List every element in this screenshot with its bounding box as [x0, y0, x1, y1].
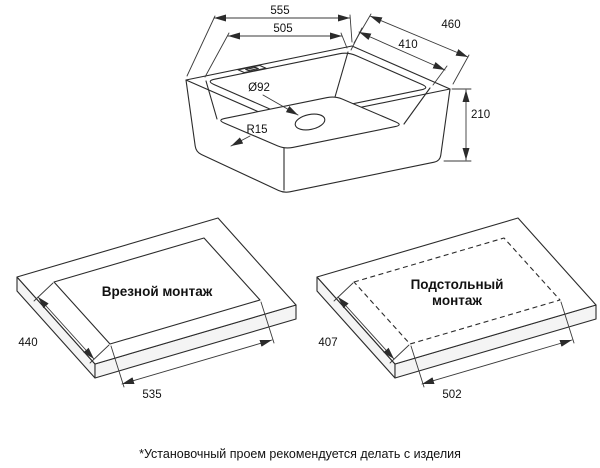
- countertop-cutout: [353, 237, 561, 345]
- extension-line: [340, 32, 348, 49]
- corner-radius-value: R15: [246, 124, 267, 136]
- extension-line: [186, 15, 216, 77]
- extension-line: [560, 301, 575, 344]
- dim-outer-width: 555: [186, 5, 353, 77]
- corner-radius-callout: R15: [230, 124, 268, 147]
- extension-line: [204, 32, 230, 78]
- dim-inner-width: 505: [204, 23, 348, 78]
- cutout-width-value: 502: [442, 389, 461, 401]
- faucet-hole-marking: [237, 64, 267, 74]
- undermount-title-line1: Подстольный: [411, 277, 504, 292]
- dimension-line: [121, 339, 273, 385]
- sink-drawing: 555 505 460 410 210: [185, 5, 490, 193]
- dim-outer-depth: 460: [353, 13, 470, 85]
- extension-line: [260, 301, 275, 344]
- extension-line: [349, 14, 353, 43]
- dim-cutout-depth-440: 440: [18, 282, 110, 364]
- leader-line: [230, 135, 251, 147]
- dim-cutout-width-502: 502: [410, 301, 575, 401]
- sink-rim-inner: [209, 52, 427, 117]
- extension-line: [389, 344, 410, 364]
- extension-line: [333, 282, 354, 302]
- undermount-diagram: Подстольный монтаж 407 502: [316, 217, 597, 401]
- dim-cutout-width-535: 535: [110, 301, 275, 401]
- cutout-depth-value: 440: [18, 337, 37, 349]
- cutout-depth-value: 407: [318, 337, 337, 349]
- extension-line: [350, 27, 363, 51]
- sink-body-outline: [185, 79, 451, 193]
- dim-inner-depth: 410: [350, 27, 448, 86]
- dim-height-value: 210: [471, 109, 490, 121]
- inset-mount-diagram: Врезной монтаж 440 535: [16, 217, 297, 401]
- dim-height: 210: [443, 88, 490, 162]
- dimension-line: [37, 296, 95, 360]
- dim-outer-depth-value: 460: [441, 19, 460, 31]
- dim-outer-width-value: 555: [270, 5, 289, 17]
- drain-diameter-value: Ø92: [248, 82, 270, 94]
- cutout-width-value: 535: [142, 389, 161, 401]
- sink-drain-hole: [294, 113, 326, 131]
- dimension-line: [337, 296, 395, 360]
- inset-mount-title: Врезной монтаж: [102, 284, 213, 299]
- extension-line: [452, 54, 470, 85]
- extension-line: [410, 345, 425, 388]
- extension-line: [89, 344, 110, 364]
- footnote: *Установочный проем рекомендуется делать…: [139, 447, 461, 461]
- dim-cutout-depth-407: 407: [318, 282, 410, 364]
- dimension-line: [358, 31, 446, 71]
- leader-line: [262, 94, 299, 116]
- drain-diameter-callout: Ø92: [248, 82, 299, 116]
- dimension-line: [421, 339, 573, 385]
- extension-line: [110, 345, 125, 388]
- dim-inner-width-value: 505: [273, 23, 292, 35]
- undermount-title-line2: монтаж: [432, 293, 482, 308]
- extension-line: [432, 65, 448, 86]
- extension-line: [33, 282, 54, 302]
- dim-inner-depth-value: 410: [398, 39, 417, 51]
